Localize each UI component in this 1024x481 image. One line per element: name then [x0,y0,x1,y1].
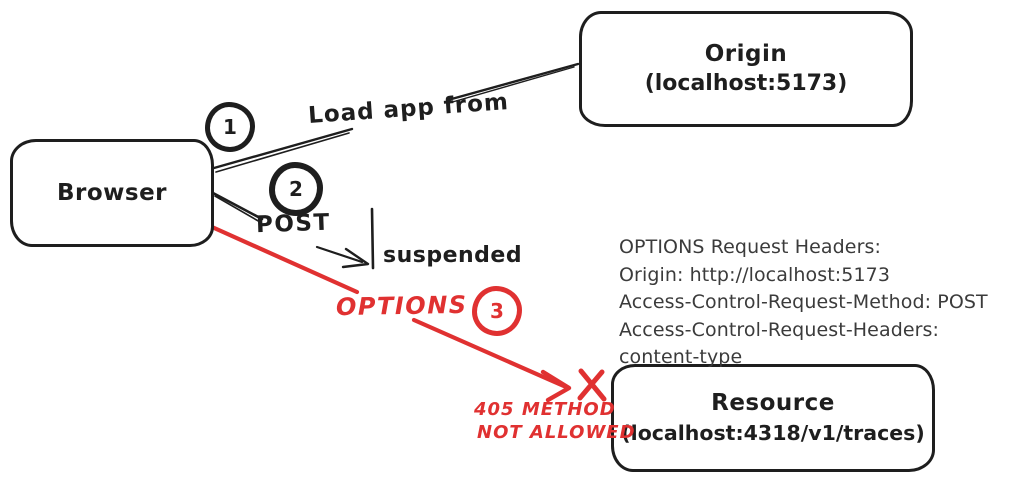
step-3-number: 3 [490,299,504,323]
headers-panel-line: Access-Control-Request-Headers: content-… [619,318,940,369]
resource-title: Resource [711,390,835,416]
origin-subtitle: (localhost:5173) [644,71,848,96]
options-label: OPTIONS [335,290,468,322]
browser-node: Browser [10,139,214,247]
origin-title: Origin [704,41,788,67]
step-badge-1: 1 [205,102,255,152]
error-405-line1: 405 METHOD [474,399,616,420]
load-app-line [212,62,580,173]
headers-panel-line: Access-Control-Request-Method: POST [619,291,988,313]
browser-label: Browser [56,180,168,206]
rejected-x-icon [577,368,607,402]
resource-node: Resource (localhost:4318/v1/traces) [611,364,935,472]
step-1-number: 1 [223,115,237,139]
error-405-line2: NOT ALLOWED [477,422,636,443]
post-label: POST [255,209,332,239]
step-2-number: 2 [289,177,303,201]
options-arrow [209,224,572,403]
resource-subtitle: (localhost:4318/v1/traces) [621,421,925,445]
headers-panel-line: Origin: http://localhost:5173 [619,263,891,286]
step-badge-2: 2 [269,162,323,216]
origin-node: Origin (localhost:5173) [579,11,913,127]
suspend-bar-icon [370,207,375,270]
suspended-label: suspended [383,243,523,268]
step-badge-3: 3 [472,286,522,336]
options-headers-panel: OPTIONS Request Headers: Origin: http://… [619,234,1024,372]
headers-panel-title: OPTIONS Request Headers: [619,236,881,258]
post-arrow [211,191,370,269]
